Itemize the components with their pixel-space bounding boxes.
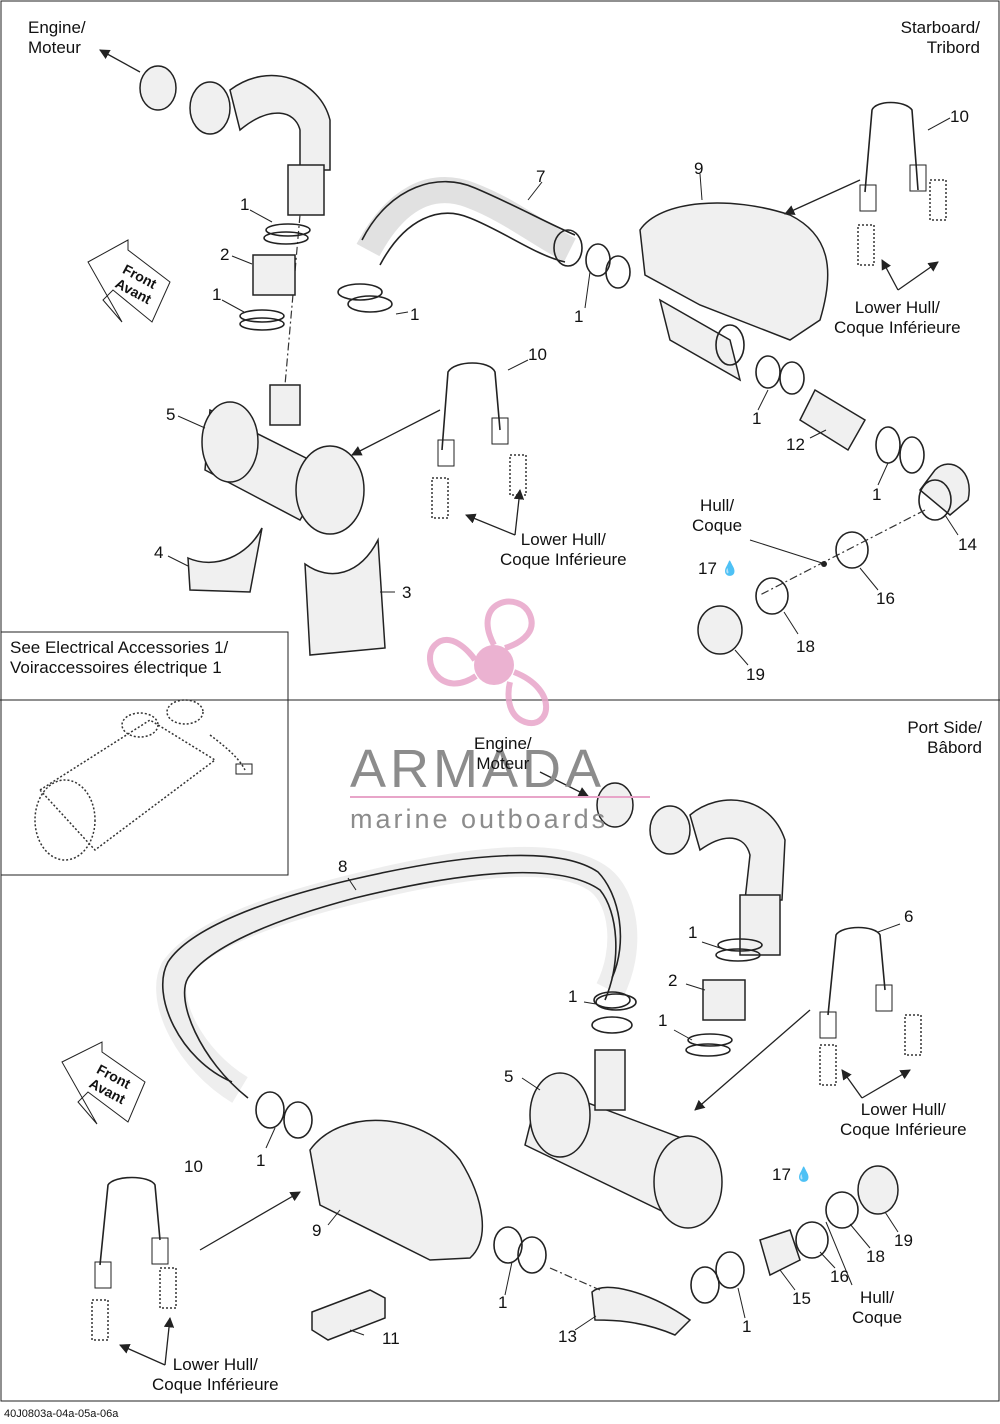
callout-7: 7 bbox=[536, 167, 546, 186]
callout-18: 18 bbox=[866, 1247, 885, 1266]
callout-9: 9 bbox=[694, 159, 704, 178]
strap-10-top-right bbox=[864, 101, 919, 193]
callout-10: 10 bbox=[950, 107, 969, 126]
armada-propeller-logo bbox=[427, 598, 549, 727]
strap-10-bottom bbox=[99, 1176, 161, 1266]
ring-16-bottom bbox=[795, 1221, 829, 1259]
callout-14: 14 bbox=[958, 535, 977, 554]
top-view-drawing bbox=[87, 49, 970, 666]
port-side-label: Port Side/ Bâbord bbox=[907, 718, 982, 757]
lower-hull-label-bottom-left: Lower Hull/ Coque Inférieure bbox=[152, 1355, 279, 1394]
callout-12: 12 bbox=[786, 435, 805, 454]
callout-16: 16 bbox=[876, 589, 895, 608]
drop-icon: 💧 bbox=[721, 560, 739, 576]
watermark-brand: ARMADA bbox=[350, 739, 606, 799]
callout-5: 5 bbox=[504, 1067, 514, 1086]
callout-10: 10 bbox=[528, 345, 547, 364]
callout-1: 1 bbox=[742, 1317, 752, 1336]
tank-9-top bbox=[639, 202, 829, 382]
fitting-19-bottom bbox=[857, 1165, 899, 1215]
engine-outlet-top bbox=[139, 65, 331, 216]
engine-outlet-bottom bbox=[596, 782, 786, 956]
block-11-bottom bbox=[311, 1289, 386, 1341]
elbow-14-top bbox=[918, 463, 970, 516]
watermark-tagline: marine outboards bbox=[350, 804, 609, 834]
callout-9: 9 bbox=[312, 1221, 322, 1240]
callout-1: 1 bbox=[498, 1293, 508, 1312]
strap-10-top-left bbox=[441, 362, 501, 451]
bottom-view-drawing bbox=[61, 771, 922, 1366]
callout-1: 1 bbox=[410, 305, 420, 324]
callout-1: 1 bbox=[688, 923, 698, 942]
front-arrow-bottom bbox=[61, 1041, 146, 1125]
callout-17: 17 bbox=[698, 559, 717, 578]
ring-16-top bbox=[835, 531, 869, 569]
muffler-5-top bbox=[201, 384, 365, 535]
drop-icon: 💧 bbox=[795, 1166, 813, 1182]
hull-label-top: Hull/ Coque bbox=[692, 496, 743, 535]
callout-2: 2 bbox=[220, 245, 230, 264]
callout-1: 1 bbox=[568, 987, 578, 1006]
support-4 bbox=[187, 527, 263, 593]
ring-18-bottom bbox=[825, 1191, 859, 1229]
muffler-5-bottom bbox=[524, 1049, 723, 1229]
engine-label-bottom: Engine/ Moteur bbox=[474, 734, 532, 773]
callout-15: 15 bbox=[792, 1289, 811, 1308]
tank-9-bottom bbox=[309, 1119, 483, 1261]
callout-1: 1 bbox=[256, 1151, 266, 1170]
callout-1: 1 bbox=[872, 485, 882, 504]
lower-hull-label-top-left: Lower Hull/ Coque Inférieure bbox=[500, 530, 627, 569]
engine-label-top: Engine/ Moteur bbox=[28, 18, 86, 57]
callout-5: 5 bbox=[166, 405, 176, 424]
callout-19: 19 bbox=[894, 1231, 913, 1250]
callout-19: 19 bbox=[746, 665, 765, 684]
callout-6: 6 bbox=[904, 907, 914, 926]
inset-muffler-sketch bbox=[34, 699, 246, 861]
callout-2: 2 bbox=[668, 971, 678, 990]
callout-1: 1 bbox=[658, 1011, 668, 1030]
callout-1: 1 bbox=[752, 409, 762, 428]
inset-connector bbox=[235, 763, 253, 775]
callout-4: 4 bbox=[154, 543, 164, 562]
callout-1: 1 bbox=[212, 285, 222, 304]
inset-frame bbox=[0, 631, 289, 876]
strap-6-bottom bbox=[827, 926, 886, 1016]
callout-16: 16 bbox=[830, 1267, 849, 1286]
ring-18-top bbox=[755, 577, 789, 615]
electrical-accessories-note: See Electrical Accessories 1/ Voiraccess… bbox=[10, 638, 229, 677]
lower-hull-label-bottom-right: Lower Hull/ Coque Inférieure bbox=[840, 1100, 967, 1139]
callout-18: 18 bbox=[796, 637, 815, 656]
callout-13: 13 bbox=[558, 1327, 577, 1346]
fitting-19-top bbox=[697, 605, 743, 655]
callout-3: 3 bbox=[402, 583, 412, 602]
lower-hull-label-top-right: Lower Hull/ Coque Inférieure bbox=[834, 298, 961, 337]
fitting-15-bottom bbox=[759, 1229, 801, 1277]
callout-1: 1 bbox=[574, 307, 584, 326]
callout-17: 17 bbox=[772, 1165, 791, 1184]
support-3 bbox=[304, 537, 386, 656]
coupler-2-bottom bbox=[702, 979, 746, 1021]
hull-label-bottom: Hull/ Coque bbox=[852, 1288, 903, 1327]
coupler-2-top bbox=[252, 254, 296, 296]
reference-code: 40J0803a-04a-05a-06a bbox=[4, 1408, 119, 1420]
starboard-label: Starboard/ Tribord bbox=[900, 18, 980, 57]
callout-1: 1 bbox=[240, 195, 250, 214]
pipe-13-bottom bbox=[591, 1286, 692, 1336]
front-arrow-top bbox=[87, 239, 171, 323]
callout-11: 11 bbox=[382, 1329, 400, 1348]
pipe-12-top bbox=[799, 388, 867, 452]
callout-8: 8 bbox=[338, 857, 348, 876]
callout-10: 10 bbox=[184, 1157, 203, 1176]
